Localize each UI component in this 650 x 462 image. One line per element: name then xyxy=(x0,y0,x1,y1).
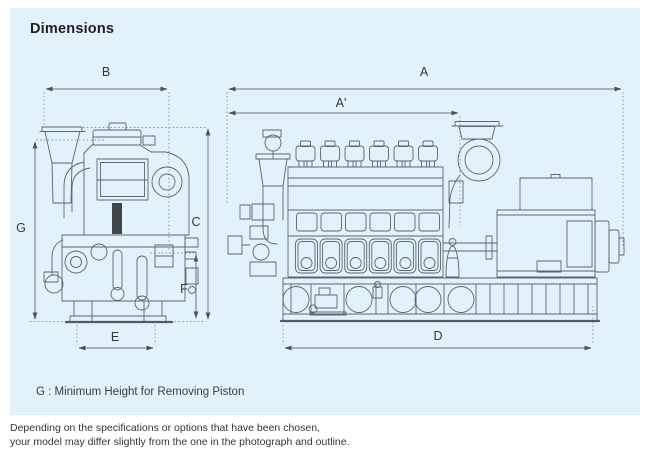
dim-label-a: A xyxy=(419,65,429,79)
crankcase-doors xyxy=(295,238,441,274)
front-accessories xyxy=(43,239,64,294)
page-title: Dimensions xyxy=(30,21,115,37)
turbocharger xyxy=(448,121,504,229)
disclaimer-line-2: your model may differ slightly from the … xyxy=(10,436,350,448)
engine-lower-body xyxy=(61,234,199,311)
extension-lines xyxy=(30,92,624,345)
disclaimer-line-1: Depending on the specifications or optio… xyxy=(10,422,320,434)
engine-end-base xyxy=(64,300,174,324)
engine-end-view xyxy=(39,122,199,324)
generator xyxy=(496,174,625,278)
dim-label-f: F xyxy=(180,282,188,296)
dim-label-d: D xyxy=(433,329,443,343)
dim-label-e: E xyxy=(110,330,120,344)
camshaft-covers xyxy=(296,212,440,232)
cylinder-head-covers xyxy=(295,140,438,168)
disclaimer-text: Depending on the specifications or optio… xyxy=(10,421,350,449)
dim-label-c: C xyxy=(191,215,201,229)
dim-label-b: B xyxy=(101,65,111,79)
dim-label-a-prime: A' xyxy=(335,96,347,110)
dim-label-g: G xyxy=(16,221,26,235)
intake-hood xyxy=(39,126,86,204)
engine-generator-side-view xyxy=(227,121,625,323)
coupling-shaft xyxy=(442,235,498,278)
engine-upper-body xyxy=(63,144,190,236)
rocker-cover xyxy=(92,122,156,146)
g-dimension-note: G : Minimum Height for Removing Piston xyxy=(36,386,245,398)
dimension-lines xyxy=(32,86,622,351)
engine-front-end xyxy=(227,129,291,277)
engine-block xyxy=(287,166,444,278)
base-skid xyxy=(279,277,601,323)
